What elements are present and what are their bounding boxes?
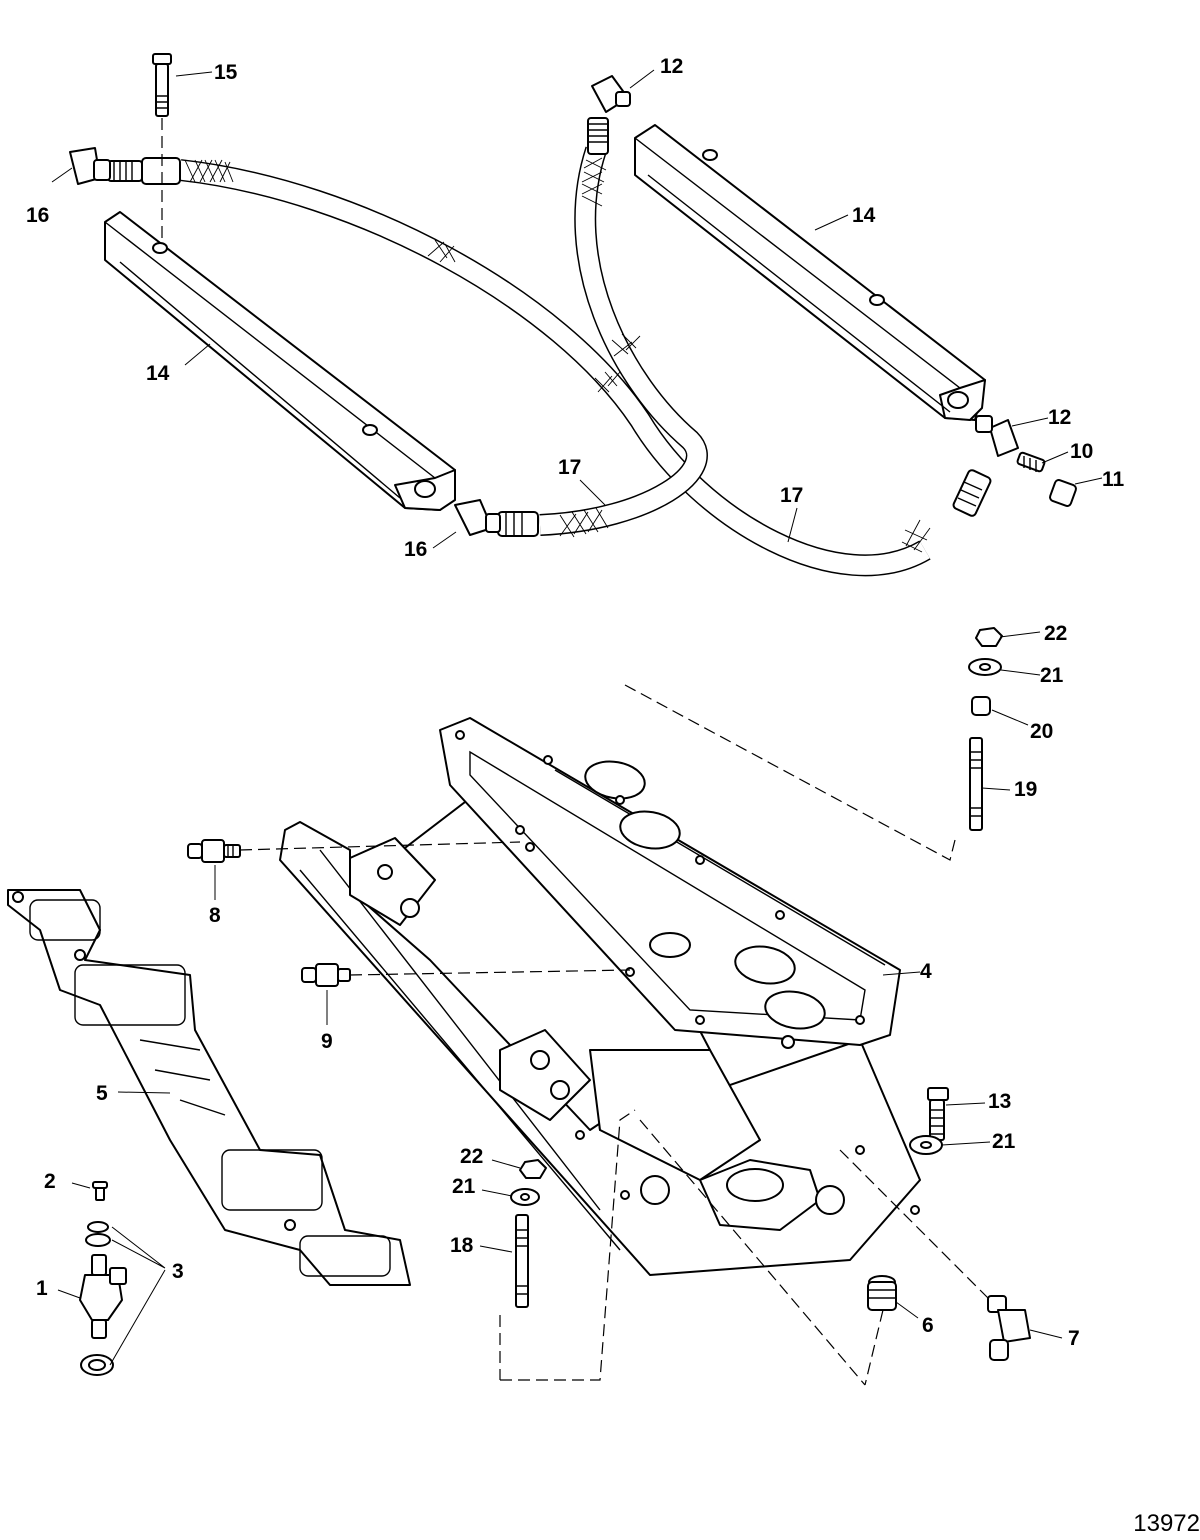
- callout-15: 15: [214, 61, 238, 84]
- callout-6: 6: [922, 1314, 934, 1337]
- callout-5: 5: [96, 1082, 108, 1105]
- callout-11: 11: [1102, 468, 1125, 491]
- intake-gasket: [7, 889, 411, 1286]
- callout-10: 10: [1070, 440, 1093, 463]
- callout-14-left: 14: [146, 362, 170, 385]
- valve-cap: [1049, 479, 1077, 507]
- diagram-reference-number: 13972: [1133, 1510, 1200, 1537]
- fuel-injector: [79, 1254, 127, 1339]
- callout-22-left: 22: [460, 1145, 483, 1168]
- callout-14-right: 14: [852, 204, 876, 227]
- elbow-fitting-7: [987, 1295, 1031, 1361]
- callout-21-left: 21: [452, 1175, 476, 1198]
- alignment-lines: [239, 684, 991, 1386]
- pressure-sensor: [301, 963, 351, 987]
- fuel-hose-left: [178, 159, 931, 577]
- washer-21-right: [909, 1135, 943, 1155]
- callout-18: 18: [450, 1234, 474, 1257]
- callout-2: 2: [44, 1170, 56, 1193]
- callout-17-right: 17: [780, 484, 803, 507]
- injector-screw: [92, 1181, 108, 1201]
- fuel-rail-bolt: [152, 53, 172, 117]
- callout-21-right: 21: [992, 1130, 1016, 1153]
- elbow-fitting-16-upper: [69, 147, 111, 185]
- hose-end-fitting: [497, 511, 539, 537]
- pipe-plug: [867, 1275, 897, 1311]
- callout-21-top: 21: [1040, 664, 1064, 687]
- callout-1: 1: [36, 1277, 48, 1300]
- callout-12-lower: 12: [1048, 406, 1071, 429]
- leader-lines: [51, 69, 1103, 1366]
- callout-8: 8: [209, 904, 221, 927]
- callout-13: 13: [988, 1090, 1011, 1113]
- elbow-fitting-16-lower: [454, 499, 501, 536]
- injector-o-rings: [80, 1221, 114, 1376]
- callout-16-lower: 16: [404, 538, 427, 561]
- elbow-fitting-12-lower: [975, 415, 1019, 457]
- hose-end-fitting: [587, 117, 609, 155]
- callout-7: 7: [1068, 1327, 1080, 1350]
- bolt-13: [927, 1087, 949, 1141]
- hose-end-fitting: [107, 157, 181, 185]
- callout-16-upper: 16: [26, 204, 49, 227]
- fuel-hose-right: [539, 146, 708, 538]
- elbow-fitting-12-upper: [591, 75, 631, 113]
- callout-4: 4: [920, 960, 932, 983]
- intake-manifold: [279, 717, 921, 1276]
- washer-21-left: [510, 1188, 540, 1206]
- nut-22-top: [975, 627, 1003, 647]
- spacer-20: [971, 696, 991, 716]
- temperature-sensor: [187, 839, 241, 863]
- fuel-rail-left: [104, 211, 456, 511]
- callout-19: 19: [1014, 778, 1037, 801]
- callout-3: 3: [172, 1260, 184, 1283]
- hose-end-fitting: [952, 469, 992, 517]
- callout-9: 9: [321, 1030, 333, 1053]
- callout-17-left: 17: [558, 456, 581, 479]
- callout-22-top: 22: [1044, 622, 1067, 645]
- callout-labels: 15 16 12 14 14 12 10 11 17 17 16 22 21 2…: [26, 55, 1125, 1350]
- stud-19: [969, 737, 983, 831]
- schrader-valve: [1016, 451, 1046, 473]
- stud-18: [515, 1214, 529, 1308]
- callout-20: 20: [1030, 720, 1053, 743]
- washer-21-top: [968, 658, 1002, 676]
- fuel-rail-right: [634, 124, 986, 421]
- callout-12-upper: 12: [660, 55, 683, 78]
- nut-22-left: [519, 1159, 547, 1179]
